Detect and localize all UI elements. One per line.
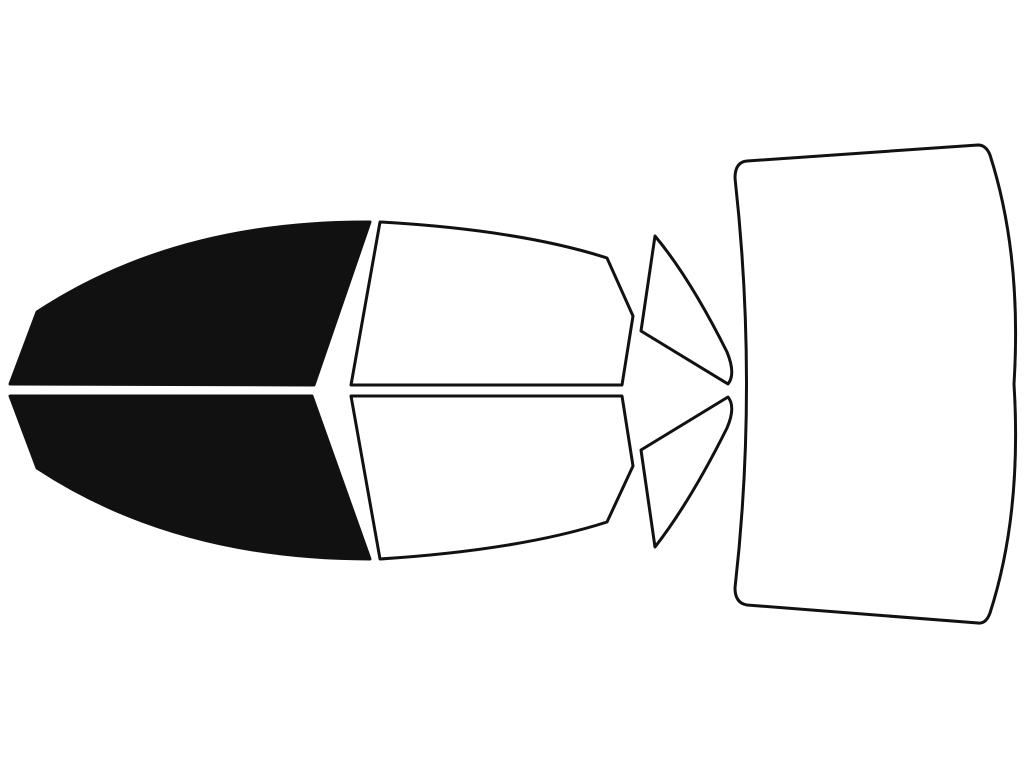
front-door-window-bottom bbox=[8, 394, 372, 561]
quarter-window-top bbox=[639, 234, 734, 386]
rear-windshield bbox=[733, 143, 1018, 625]
quarter-window-bottom bbox=[639, 395, 734, 549]
front-door-window-top bbox=[8, 220, 372, 387]
rear-door-window-top bbox=[349, 220, 635, 387]
rear-door-window-bottom bbox=[349, 394, 635, 561]
